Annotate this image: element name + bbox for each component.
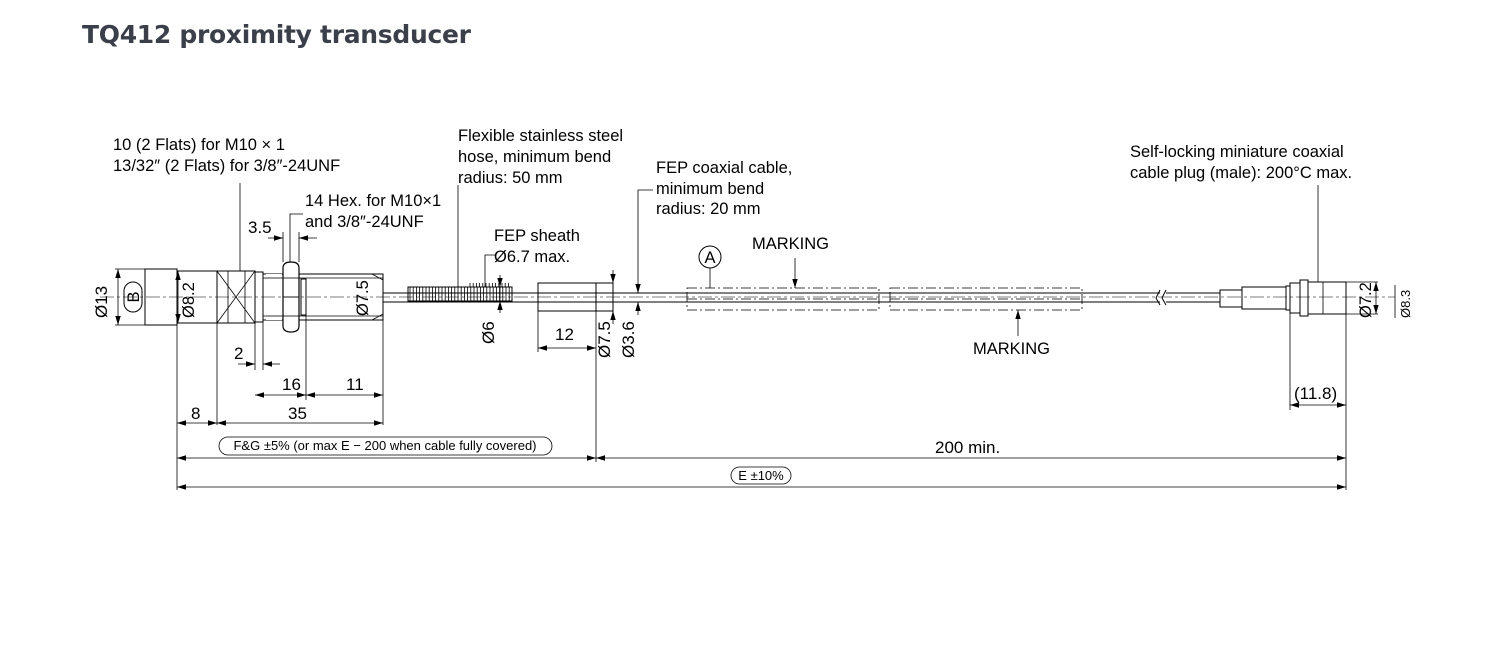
cable-label-line3: radius: 20 mm xyxy=(656,200,761,218)
reference-circle-a xyxy=(698,245,722,269)
dim-d7-2: Ø7.2 xyxy=(1357,282,1375,318)
dim-d7-5-sheath: Ø7.5 xyxy=(595,321,614,358)
dim-200-min: 200 min. xyxy=(935,438,1000,457)
callout-labels: 10 (2 Flats) for M10 × 1 13/32″ (2 Flats… xyxy=(113,127,1352,358)
cable-label-line2: minimum bend xyxy=(656,180,764,198)
marking-label-top: MARKING xyxy=(752,235,829,253)
e-note-frame xyxy=(730,466,792,485)
cable-label-line1: FEP coaxial cable, xyxy=(656,159,792,177)
dim-d6: Ø6 xyxy=(479,321,498,344)
hose-label-line3: radius: 50 mm xyxy=(458,169,563,187)
dim-d8-2: Ø8.2 xyxy=(180,282,198,318)
dim-8: 8 xyxy=(191,404,200,423)
flexible-hose xyxy=(407,283,513,302)
flats-label-line1: 10 (2 Flats) for M10 × 1 xyxy=(113,136,285,154)
marking-label-bottom: MARKING xyxy=(973,340,1050,358)
coaxial-plug xyxy=(1219,279,1347,317)
dimension-labels: Ø13 Ø8.2 Ø7.5 Ø6 Ø7.5 Ø3.6 Ø7.2 Ø8.3 3.5… xyxy=(92,218,1413,485)
fg-note-frame xyxy=(218,436,553,456)
hex-label-line1: 14 Hex. for M10×1 xyxy=(305,192,441,210)
plug-label-line2: cable plug (male): 200°C max. xyxy=(1130,164,1352,182)
dim-edge: Ø8.3 xyxy=(1398,290,1413,318)
dim-d13: Ø13 xyxy=(92,286,111,318)
e-tolerance-note: E ±10% xyxy=(738,468,784,483)
dim-16: 16 xyxy=(282,375,301,394)
fg-tolerance-note: F&G ±5% (or max E − 200 when cable fully… xyxy=(233,438,536,453)
dim-d7-5-thread: Ø7.5 xyxy=(354,280,372,316)
reference-circle-a-label: A xyxy=(704,249,715,267)
flats-label-line2: 13/32″ (2 Flats) for 3/8″-24UNF xyxy=(113,157,340,175)
hose-label-line2: hose, minimum bend xyxy=(458,148,611,166)
dim-12: 12 xyxy=(555,325,574,344)
dimension-lines xyxy=(115,183,1396,490)
cable-assembly xyxy=(100,279,1395,317)
page-title: TQ412 proximity transducer xyxy=(82,20,471,49)
sheath-label-line2: Ø6.7 max. xyxy=(494,248,570,266)
hose-label-line1: Flexible stainless steel xyxy=(458,127,623,145)
plug-label-line1: Self-locking miniature coaxial xyxy=(1130,143,1344,161)
dim-11-8: (11.8) xyxy=(1294,384,1337,403)
dim-11: 11 xyxy=(346,375,364,394)
dim-2: 2 xyxy=(234,344,243,363)
dim-3-5: 3.5 xyxy=(248,218,272,237)
dim-35: 35 xyxy=(288,404,307,423)
reference-oval-b-label: B xyxy=(125,291,143,302)
reference-oval-b: B xyxy=(123,281,143,313)
dim-d3-6: Ø3.6 xyxy=(619,321,638,358)
hex-label-line2: and 3/8″-24UNF xyxy=(305,213,424,231)
sheath-label-line1: FEP sheath xyxy=(494,227,580,245)
